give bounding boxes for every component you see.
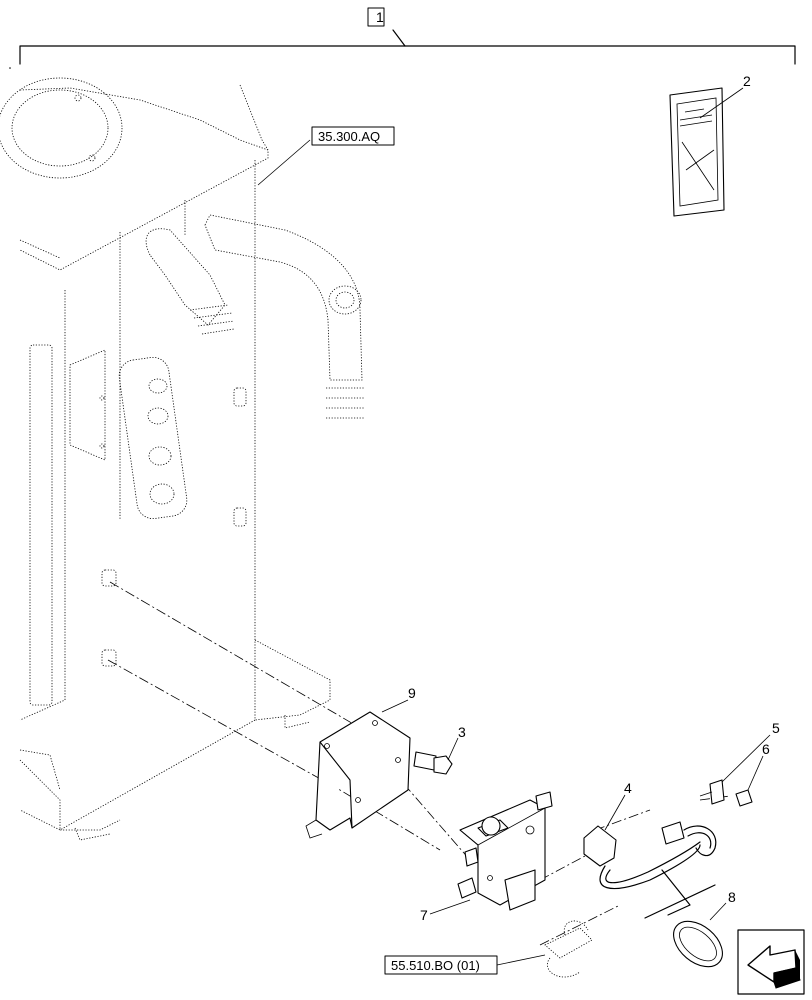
mounting-bracket [305,711,411,839]
wire-harness [583,821,717,890]
cable-tie [673,920,723,968]
cable-clip [699,779,725,805]
callout-3: 3 [458,724,466,740]
reference-bottom-label: 55.510.BO (01) [391,958,480,973]
bolt [413,751,453,775]
callout-9: 9 [408,685,416,701]
instruction-booklet [669,87,725,217]
valve-block [457,791,553,911]
callout-5: 5 [772,720,780,736]
arrow-down-left-icon[interactable] [737,929,805,995]
callout-7: 7 [420,907,428,923]
callout-2: 2 [743,73,751,89]
callout-6: 6 [762,741,770,757]
external-connector [544,920,593,978]
reference-55-510-bo[interactable]: 55.510.BO (01) [384,955,498,975]
leader-lines [257,87,771,966]
assembly-bracket [19,7,796,65]
tank-housing [0,77,331,841]
reference-35-300-aq[interactable]: 35.300.AQ [311,126,395,146]
callout-1: 1 [376,9,384,25]
return-hoses [145,214,365,419]
assembly-center-lines [107,581,731,946]
callout-8: 8 [728,889,736,905]
clip-screw [735,789,753,807]
stray-dot [9,67,11,69]
reference-top-label: 35.300.AQ [318,129,380,144]
callout-4: 4 [624,780,632,796]
harness-group-line [644,869,716,919]
